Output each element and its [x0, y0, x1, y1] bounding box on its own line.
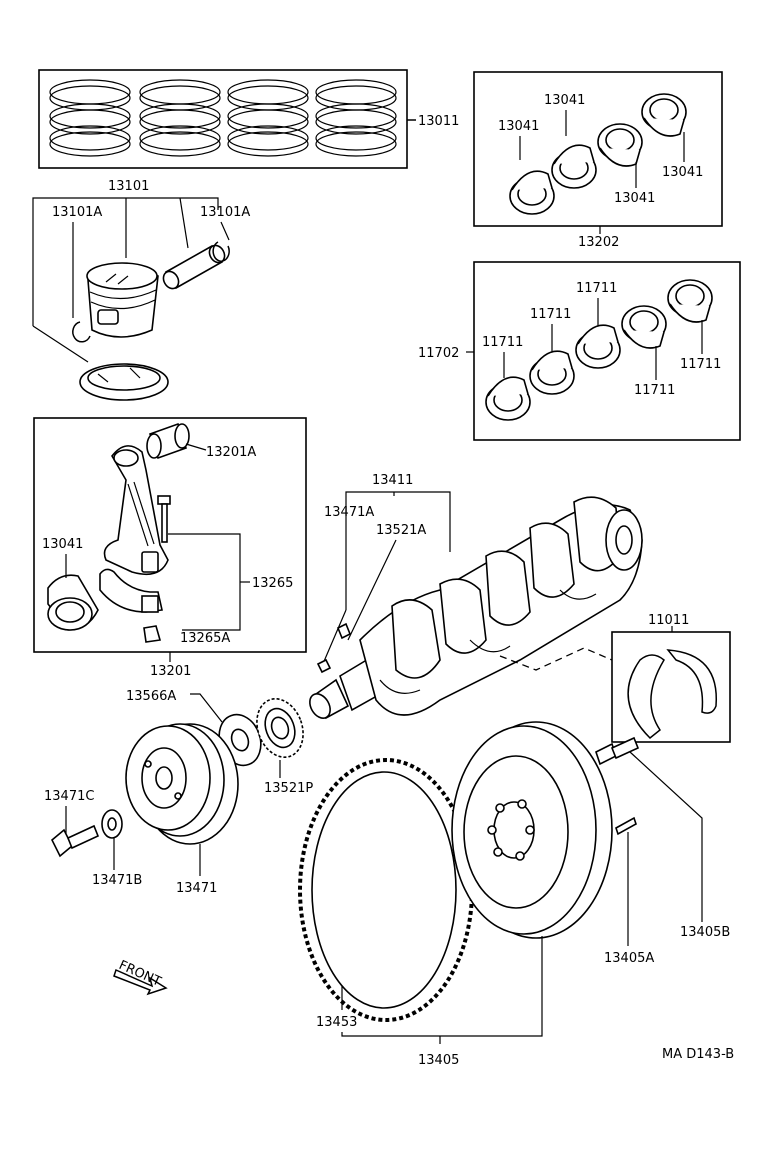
label-13521A: 13521A [376, 523, 426, 538]
label-13471B: 13471B [92, 873, 142, 888]
main-bearing-set: 11702 11711 11711 11711 11711 11711 [418, 261, 741, 441]
label-13202: 13202 [578, 235, 619, 250]
label-13201: 13201 [150, 664, 191, 679]
label-13471: 13471 [176, 881, 217, 896]
label-13405B: 13405B [680, 925, 730, 940]
thrust-washer-right [666, 649, 717, 714]
flywheel [451, 721, 613, 939]
label-13453: 13453 [316, 1015, 357, 1030]
thrust-washer-box [611, 631, 731, 743]
piston [86, 262, 159, 338]
diagram-reference-code: MA D143-B [662, 1047, 734, 1062]
label-13041-rod: 13041 [42, 537, 83, 552]
main-bearing-box [473, 261, 741, 441]
piston-assembly: 13101 13101A 13101A [32, 179, 250, 401]
label-13101: 13101 [108, 179, 149, 194]
front-arrow: FRONT [113, 958, 168, 996]
label-13101A-left: 13101A [52, 205, 102, 220]
snap-ring-right [212, 241, 230, 262]
conrod-bearing-box [473, 71, 723, 227]
flywheel-dowel [615, 816, 637, 836]
rod-bushing [146, 422, 190, 460]
label-13201A: 13201A [206, 445, 256, 460]
label-13101A-right: 13101A [200, 205, 250, 220]
flywheel-group: 13405B 13405A 13453 13405 [298, 721, 730, 1068]
connecting-rod-set: 13201A 13265 13041 [33, 417, 307, 679]
label-11711-e: 11711 [680, 357, 721, 372]
label-13041-a: 13041 [498, 119, 539, 134]
rod-bolt [157, 495, 171, 543]
front-label: FRONT [116, 958, 163, 990]
snap-ring-left [72, 321, 91, 343]
thrust-washer-set: 11011 [499, 613, 731, 743]
label-13471A: 13471A [324, 505, 374, 520]
thrust-washer-left [627, 654, 665, 740]
label-13521P: 13521P [264, 781, 313, 796]
pulley-washer [101, 809, 123, 839]
crankshaft-group: 13411 13471A 13521A [309, 473, 643, 720]
pulley-bolt [51, 824, 100, 858]
crank-timing-gear [256, 698, 304, 758]
crankshaft-pulley-group: 13471C 13471B 13471 [44, 723, 239, 896]
label-13405A: 13405A [604, 951, 654, 966]
label-11011: 11011 [648, 613, 689, 628]
rod-bearing [47, 574, 99, 631]
crank-key [316, 658, 332, 674]
connecting-rod [103, 445, 169, 576]
label-13265A: 13265A [180, 631, 230, 646]
ring-gear [298, 758, 474, 1022]
rod-nut [143, 625, 162, 643]
label-11711-b: 11711 [530, 307, 571, 322]
label-13405: 13405 [418, 1053, 459, 1068]
label-13041-b: 13041 [544, 93, 585, 108]
piston-ring-set: 13011 [38, 69, 459, 169]
flywheel-bolt [595, 736, 640, 766]
piston-pin [162, 244, 226, 290]
label-13265: 13265 [252, 576, 293, 591]
crankshaft [309, 496, 643, 720]
label-11702: 11702 [418, 346, 459, 361]
label-13041-c: 13041 [614, 191, 655, 206]
label-11711-a: 11711 [482, 335, 523, 350]
label-13471C: 13471C [44, 789, 94, 804]
crank-key-2 [336, 622, 352, 640]
label-11711-c: 11711 [576, 281, 617, 296]
piston-ring-lower [79, 363, 169, 401]
label-13011: 13011 [418, 114, 459, 129]
conrod-bearing-set: 13041 13041 13041 13041 13202 [473, 71, 723, 250]
rod-cap [99, 568, 163, 613]
crankshaft-pulley [125, 723, 239, 845]
label-11711-d: 11711 [634, 383, 675, 398]
label-13411: 13411 [372, 473, 413, 488]
label-13041-d: 13041 [662, 165, 703, 180]
piston-ring-box [38, 69, 408, 169]
label-13566A: 13566A [126, 689, 176, 704]
